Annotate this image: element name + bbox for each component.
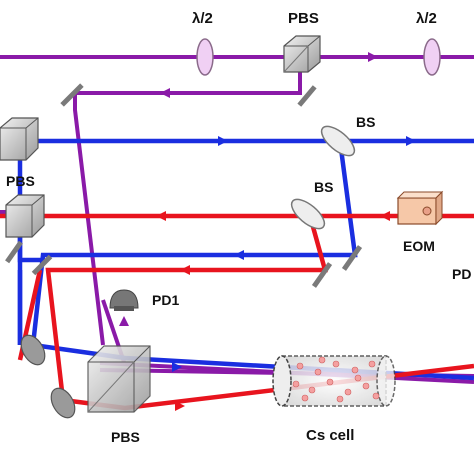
arrow-blue-left [234,250,244,260]
mirror-bottom-upper [20,334,46,366]
mirror-left-2 [31,254,53,276]
mirror-top-right [297,85,317,107]
cs-vapor-cell [272,355,396,407]
blue-beam [0,138,474,381]
pbs-top-cube [283,35,321,73]
eom-device [396,190,444,226]
pbs-left-upper-cube [0,117,39,161]
label-bs-2: BS [314,179,333,195]
half-wave-plate-1 [196,38,214,76]
arrow-blue-right-2 [406,136,416,146]
label-eom: EOM [403,238,435,254]
arrow-blue-bottom [172,362,182,372]
pbs-bottom-cube [87,345,151,413]
arrow-red-bottom [175,401,185,411]
mirror-bottom-lower [50,387,76,419]
arrow-blue-right-1 [218,136,228,146]
mirror-top-left [60,83,84,107]
arrow-purple-right [368,52,378,62]
label-pbs-bottom: PBS [111,429,140,445]
arrow-red-left-2 [380,211,390,221]
cs-atoms [292,356,380,403]
mirror-left-1 [5,240,23,264]
label-pd1: PD1 [152,292,179,308]
label-half-wave-plate-2: λ/2 [416,10,437,27]
label-pbs-top: PBS [288,10,319,27]
beam-splitter-1 [320,125,356,157]
half-wave-plate-2 [423,38,441,76]
mirror-right-red [311,262,333,288]
label-pd-right: PD [452,266,471,282]
label-bs-1: BS [356,114,375,130]
beam-splitter-2 [290,198,326,230]
arrow-purple-up [119,316,129,326]
mirror-right-blue [341,245,363,271]
beam-arrows [119,52,416,411]
arrow-red-left-3 [180,265,190,275]
label-cs-cell: Cs cell [306,427,354,444]
arrow-red-left-1 [156,211,166,221]
label-half-wave-plate-1: λ/2 [192,10,213,27]
pbs-left-cube [5,194,45,238]
photodiode-pd1 [109,289,139,311]
arrow-purple-left [160,88,170,98]
label-pbs-left: PBS [6,173,35,189]
